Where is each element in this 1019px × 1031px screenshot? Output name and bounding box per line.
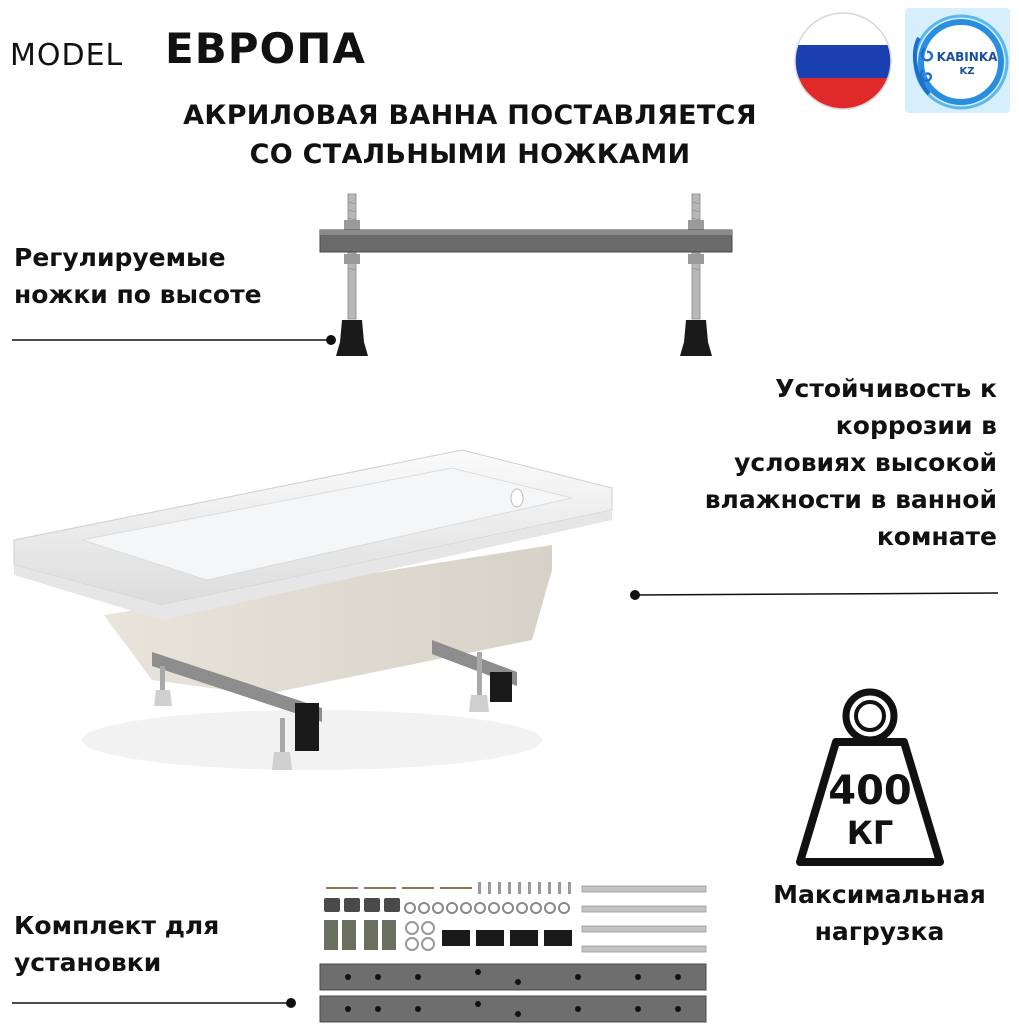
load-caption-line-2: нагрузка bbox=[814, 917, 945, 946]
corrosion-caption-line-4: влажности в ванной bbox=[704, 485, 997, 514]
kit-leader-line bbox=[12, 996, 302, 1010]
legs-leader-line bbox=[12, 333, 342, 347]
corrosion-caption-line-2: коррозии в bbox=[835, 411, 997, 440]
kit-caption-line-1: Комплект для bbox=[14, 911, 220, 940]
corrosion-caption-line-3: условиях высокой bbox=[734, 448, 997, 477]
corrosion-leader-line bbox=[628, 588, 1000, 602]
kit-caption: Комплект для установки bbox=[14, 907, 219, 981]
corrosion-caption-line-1: Устойчивость к bbox=[775, 374, 997, 403]
kit-caption-line-2: установки bbox=[14, 948, 162, 977]
russia-flag-icon bbox=[793, 11, 893, 111]
corrosion-caption: Устойчивость к коррозии в условиях высок… bbox=[705, 370, 997, 555]
load-value: 400 bbox=[828, 768, 912, 814]
headline-line-1: АКРИЛОВАЯ ВАННА ПОСТАВЛЯЕТСЯ bbox=[183, 100, 757, 131]
model-prefix: MODEL bbox=[10, 38, 124, 73]
leg-frame-image bbox=[318, 192, 738, 367]
load-caption: Максимальная нагрузка bbox=[752, 876, 1007, 950]
brand-logo-suffix: KZ bbox=[959, 66, 975, 77]
model-name: ЕВРОПА bbox=[165, 24, 366, 73]
legs-caption-line-1: Регулируемые bbox=[14, 243, 226, 272]
corrosion-caption-line-5: комнате bbox=[876, 522, 997, 551]
dot-icon bbox=[326, 335, 336, 345]
headline: АКРИЛОВАЯ ВАННА ПОСТАВЛЯЕТСЯ СО СТАЛЬНЫМ… bbox=[100, 96, 840, 174]
load-unit: КГ bbox=[846, 814, 894, 852]
brand-logo-text: KABINKA bbox=[936, 50, 998, 64]
weight-icon: 400 КГ bbox=[790, 686, 950, 870]
headline-line-2: СО СТАЛЬНЫМИ НОЖКАМИ bbox=[249, 139, 691, 170]
installation-kit-image bbox=[318, 880, 710, 1028]
legs-caption-line-2: ножки по высоте bbox=[14, 280, 262, 309]
dot-icon bbox=[630, 590, 640, 600]
legs-caption: Регулируемые ножки по высоте bbox=[14, 239, 262, 313]
brand-logo: KABINKA KZ bbox=[905, 8, 1010, 113]
bathtub-image bbox=[12, 440, 622, 780]
dot-icon bbox=[286, 998, 296, 1008]
load-caption-line-1: Максимальная bbox=[773, 880, 986, 909]
